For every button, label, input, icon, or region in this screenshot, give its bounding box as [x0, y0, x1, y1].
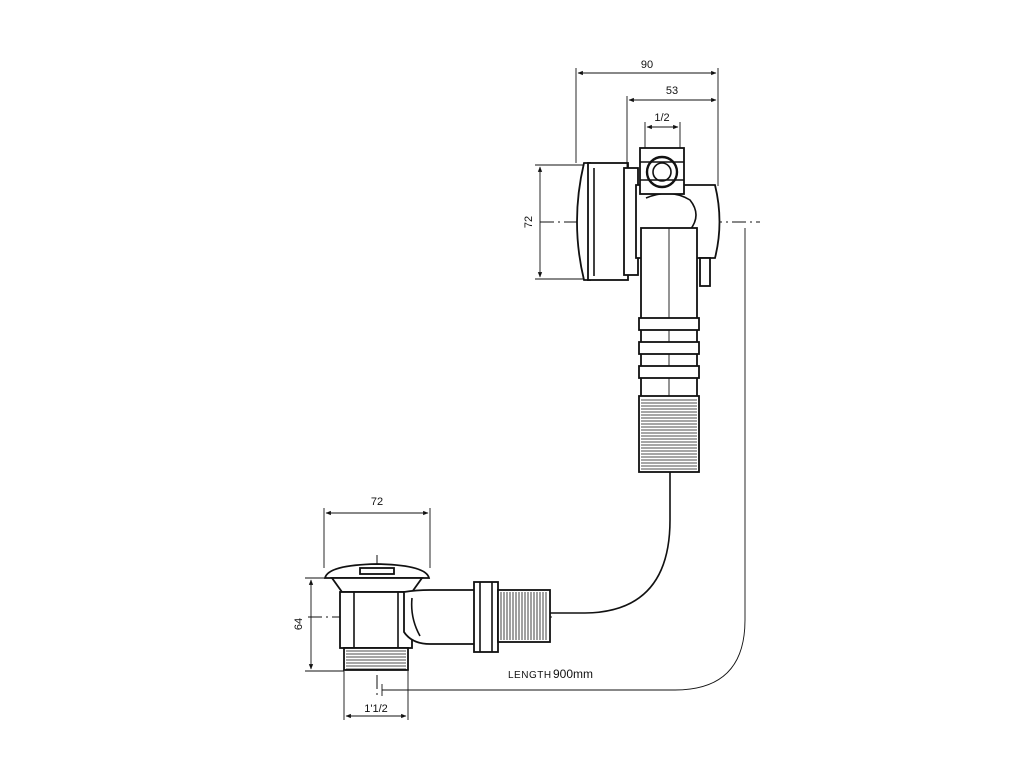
dimension-lines [305, 68, 719, 720]
length-value: 900mm [553, 667, 593, 681]
overflow-corrugated-hose [638, 395, 700, 473]
tail-ribs [346, 650, 406, 670]
dim-90-label: 90 [641, 59, 653, 71]
overflow-cover-dome [576, 162, 591, 281]
dim-thread-label: 1'1/2 [364, 703, 388, 715]
pipe-band-2 [638, 341, 700, 355]
pipe-band-3 [638, 365, 700, 379]
overflow-assembly [540, 147, 760, 473]
waste-assembly [308, 555, 552, 695]
length-reference-line [382, 228, 746, 691]
dim-half-inch-label: 1/2 [654, 112, 669, 124]
waste-flange [330, 577, 424, 593]
overflow-clip [699, 257, 711, 287]
dim-waste-72-label: 72 [371, 496, 383, 508]
pipe-band-1 [638, 317, 700, 331]
hose-ribs [641, 399, 697, 470]
waste-threaded-tail [343, 647, 409, 671]
waste-hose-ribs [500, 592, 547, 640]
waste-corrugated-hose [497, 589, 551, 643]
length-label: LENGTH [508, 670, 552, 681]
dim-overflow-72-label: 72 [523, 216, 535, 228]
dim-64-label: 64 [293, 618, 305, 630]
overflow-inlet-bore [645, 155, 679, 189]
waste-coupling-nut [473, 581, 499, 653]
waste-elbow [403, 589, 477, 645]
dim-53-label: 53 [666, 85, 678, 97]
waste-body [339, 591, 413, 649]
connecting-hose [550, 472, 671, 614]
